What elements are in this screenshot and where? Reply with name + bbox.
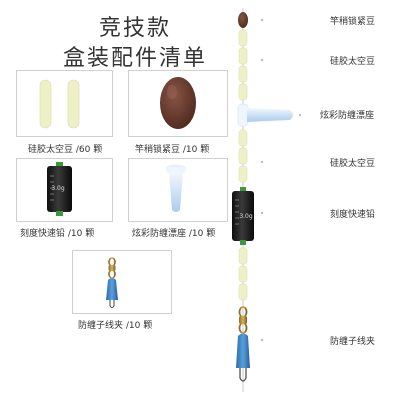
diagram-silicone-beans-lower-icon — [238, 129, 248, 183]
label-quick-sinker: 刻度快速铅 — [330, 210, 376, 220]
label-silicone-bean-top: 硅胶太空豆 — [330, 57, 376, 67]
page-subtitle: 盒装配件清单 — [62, 46, 207, 71]
item-box-swivel-clip — [72, 250, 172, 314]
diagram-swivel-clip-icon — [236, 306, 250, 382]
swivel-clip-icon — [106, 257, 118, 308]
label-swivel-clip: 防缠子线夹 — [330, 337, 376, 347]
sinker-weight-label: 3.0g — [51, 185, 65, 192]
label-rod-lock-bean: 竿稍锁紧豆 — [330, 17, 376, 27]
page-title: 竞技款 — [98, 16, 171, 41]
diagram-quick-sinker-icon — [232, 187, 254, 245]
silicone-space-bean-icon — [39, 79, 80, 129]
caption-swivel-clip: 防缠子线夹 /10 颗 — [78, 321, 153, 331]
label-float-seat: 炫彩防缠漂座 — [320, 111, 375, 121]
float-seat-icon — [166, 164, 186, 212]
label-silicone-bean-bottom: 硅胶太空豆 — [330, 159, 376, 169]
diagram-silicone-beans-bottom-icon — [238, 247, 248, 301]
diagram-rod-lock-bean-icon — [238, 12, 248, 28]
caption-silicone-bean: 硅胶太空豆 /60 颗 — [28, 145, 103, 155]
diagram-float-seat-icon — [237, 103, 293, 127]
diagram-sinker-weight-label: 3.0g — [239, 213, 253, 220]
rod-lock-bean-icon — [160, 77, 196, 129]
caption-sinker: 刻度快速铅 /10 颗 — [20, 229, 95, 239]
diagram-silicone-beans-upper-icon — [238, 29, 248, 101]
leader-dots — [260, 18, 302, 342]
caption-rod-lock-bean: 竿稍锁紧豆 /10 颗 — [135, 145, 210, 155]
scale-quick-sinker-icon — [47, 162, 72, 216]
caption-float-seat: 炫彩防缠漂座 /10 颗 — [132, 229, 216, 239]
item-box-silicone-bean — [16, 70, 113, 137]
